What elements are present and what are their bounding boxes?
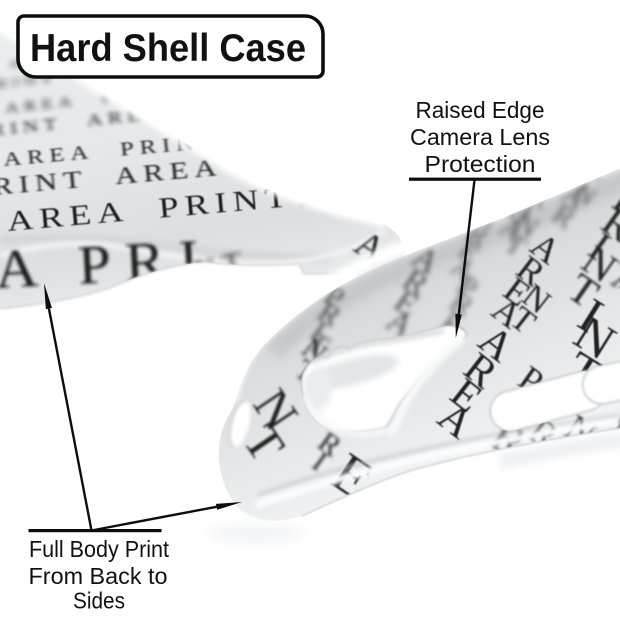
svg-text:Full Body Print: Full Body Print [29,536,169,562]
svg-text:Hard Shell Case: Hard Shell Case [30,27,306,70]
svg-text:Sides: Sides [73,588,125,614]
svg-text:Camera Lens: Camera Lens [410,124,550,150]
svg-text:From Back to: From Back to [29,563,168,589]
svg-text:Raised Edge: Raised Edge [416,97,545,123]
svg-text:Protection: Protection [425,151,536,177]
